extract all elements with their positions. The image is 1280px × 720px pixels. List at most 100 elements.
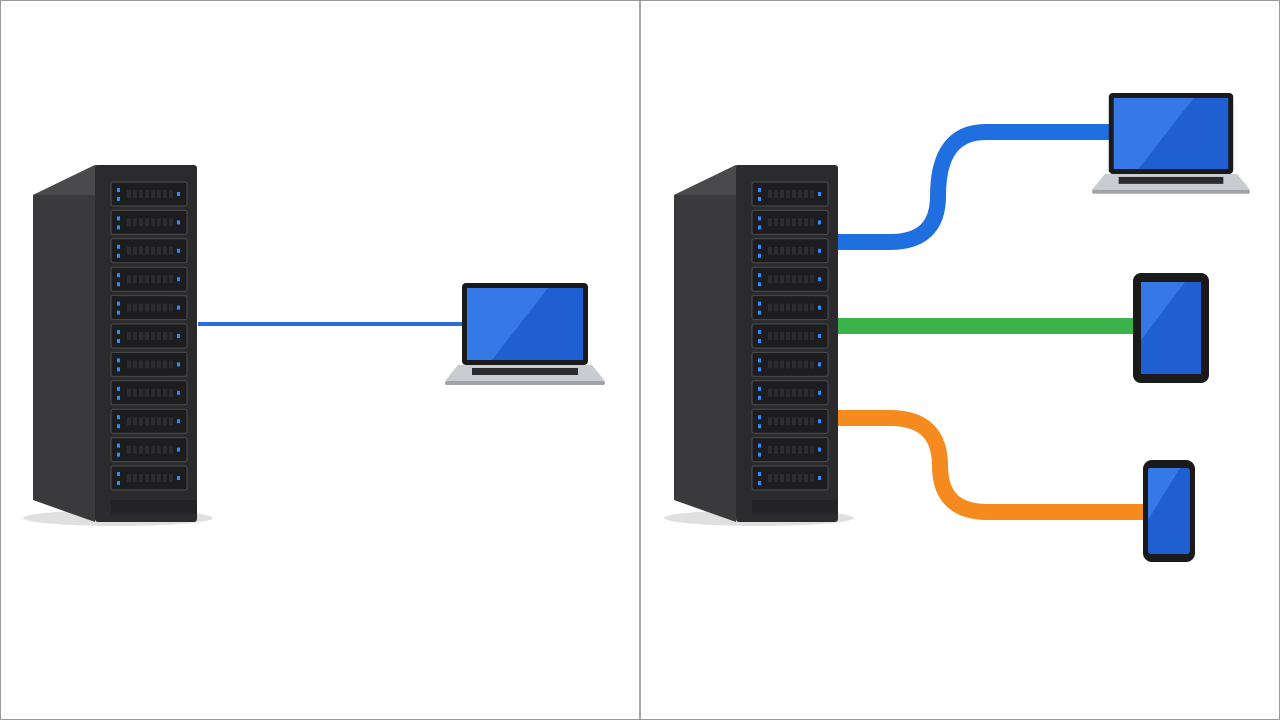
- vent-slot: [139, 388, 143, 397]
- status-led: [818, 220, 821, 225]
- vent-slot: [169, 332, 173, 340]
- vent-slot: [774, 303, 778, 312]
- vent-slot: [127, 474, 131, 482]
- vent-slot: [792, 474, 796, 482]
- status-led: [117, 244, 120, 249]
- vent-slot: [768, 360, 772, 369]
- status-led: [758, 310, 761, 315]
- vent-slot: [169, 303, 173, 312]
- vent-slot: [774, 275, 778, 284]
- laptop-screen: [467, 288, 583, 360]
- vent-slot: [133, 417, 137, 426]
- status-led: [117, 188, 120, 192]
- vent-slot: [804, 218, 808, 227]
- vent-slot: [157, 332, 161, 340]
- laptop-keys: [1118, 176, 1224, 184]
- vent-slot: [774, 190, 778, 198]
- vent-slot: [792, 246, 796, 255]
- vent-slot: [127, 218, 131, 227]
- vent-slot: [151, 275, 155, 284]
- screen-glare: [1141, 282, 1185, 340]
- status-led: [758, 443, 761, 448]
- vent-slot: [804, 360, 808, 369]
- status-led: [117, 472, 120, 476]
- vent-slot: [792, 275, 796, 284]
- vent-slot: [139, 190, 143, 198]
- status-led: [758, 452, 761, 457]
- vent-slot: [157, 474, 161, 482]
- vent-slot: [169, 417, 173, 426]
- vent-slot: [169, 246, 173, 255]
- vent-slot: [804, 275, 808, 284]
- vent-slot: [792, 445, 796, 454]
- vent-slot: [169, 218, 173, 227]
- vent-slot: [810, 445, 814, 454]
- status-led: [117, 301, 120, 306]
- vent-slot: [786, 360, 790, 369]
- status-led: [177, 248, 180, 253]
- status-led: [758, 395, 761, 400]
- vent-slot: [151, 332, 155, 340]
- server-rack-icon: [23, 165, 213, 526]
- vent-slot: [798, 445, 802, 454]
- status-led: [117, 415, 120, 420]
- vent-slot: [810, 417, 814, 426]
- rack-side-panel: [33, 165, 95, 522]
- status-led: [117, 330, 120, 334]
- vent-slot: [768, 190, 772, 198]
- vent-slot: [780, 190, 784, 198]
- vent-slot: [768, 445, 772, 454]
- vent-slot: [127, 388, 131, 397]
- vent-slot: [145, 332, 149, 340]
- vent-slot: [786, 303, 790, 312]
- rack-side-panel: [674, 165, 736, 522]
- phone-screen: [1148, 468, 1190, 554]
- status-led: [117, 452, 120, 457]
- vent-slot: [139, 246, 143, 255]
- vent-slot: [810, 218, 814, 227]
- vent-slot: [151, 445, 155, 454]
- status-led: [117, 273, 120, 278]
- vent-slot: [133, 218, 137, 227]
- vent-slot: [139, 445, 143, 454]
- vent-slot: [163, 190, 167, 198]
- laptop-base-edge: [445, 381, 605, 385]
- vent-slot: [145, 417, 149, 426]
- vent-slot: [804, 332, 808, 340]
- status-led: [818, 277, 821, 282]
- vent-slot: [780, 218, 784, 227]
- status-led: [758, 386, 761, 391]
- status-led: [758, 253, 761, 258]
- vent-slot: [133, 246, 137, 255]
- vent-slot: [151, 417, 155, 426]
- vent-slot: [133, 388, 137, 397]
- status-led: [818, 476, 821, 480]
- tablet-icon: [1133, 273, 1209, 383]
- vent-slot: [786, 190, 790, 198]
- vent-slot: [774, 474, 778, 482]
- vent-slot: [786, 218, 790, 227]
- status-led: [177, 305, 180, 310]
- status-led: [758, 472, 761, 476]
- status-led: [177, 447, 180, 452]
- vent-slot: [151, 360, 155, 369]
- vent-slot: [768, 246, 772, 255]
- laptop-screen: [1113, 97, 1229, 170]
- vent-slot: [774, 388, 778, 397]
- vent-slot: [780, 445, 784, 454]
- vent-slot: [786, 445, 790, 454]
- status-led: [177, 390, 180, 395]
- vent-slot: [145, 275, 149, 284]
- vent-slot: [798, 218, 802, 227]
- status-led: [117, 367, 120, 372]
- vent-slot: [127, 246, 131, 255]
- vent-slot: [145, 445, 149, 454]
- vent-slot: [169, 388, 173, 397]
- vent-slot: [169, 360, 173, 369]
- vent-slot: [127, 332, 131, 340]
- vent-slot: [768, 474, 772, 482]
- status-led: [758, 301, 761, 306]
- vent-slot: [157, 190, 161, 198]
- vent-slot: [139, 417, 143, 426]
- status-led: [177, 192, 180, 196]
